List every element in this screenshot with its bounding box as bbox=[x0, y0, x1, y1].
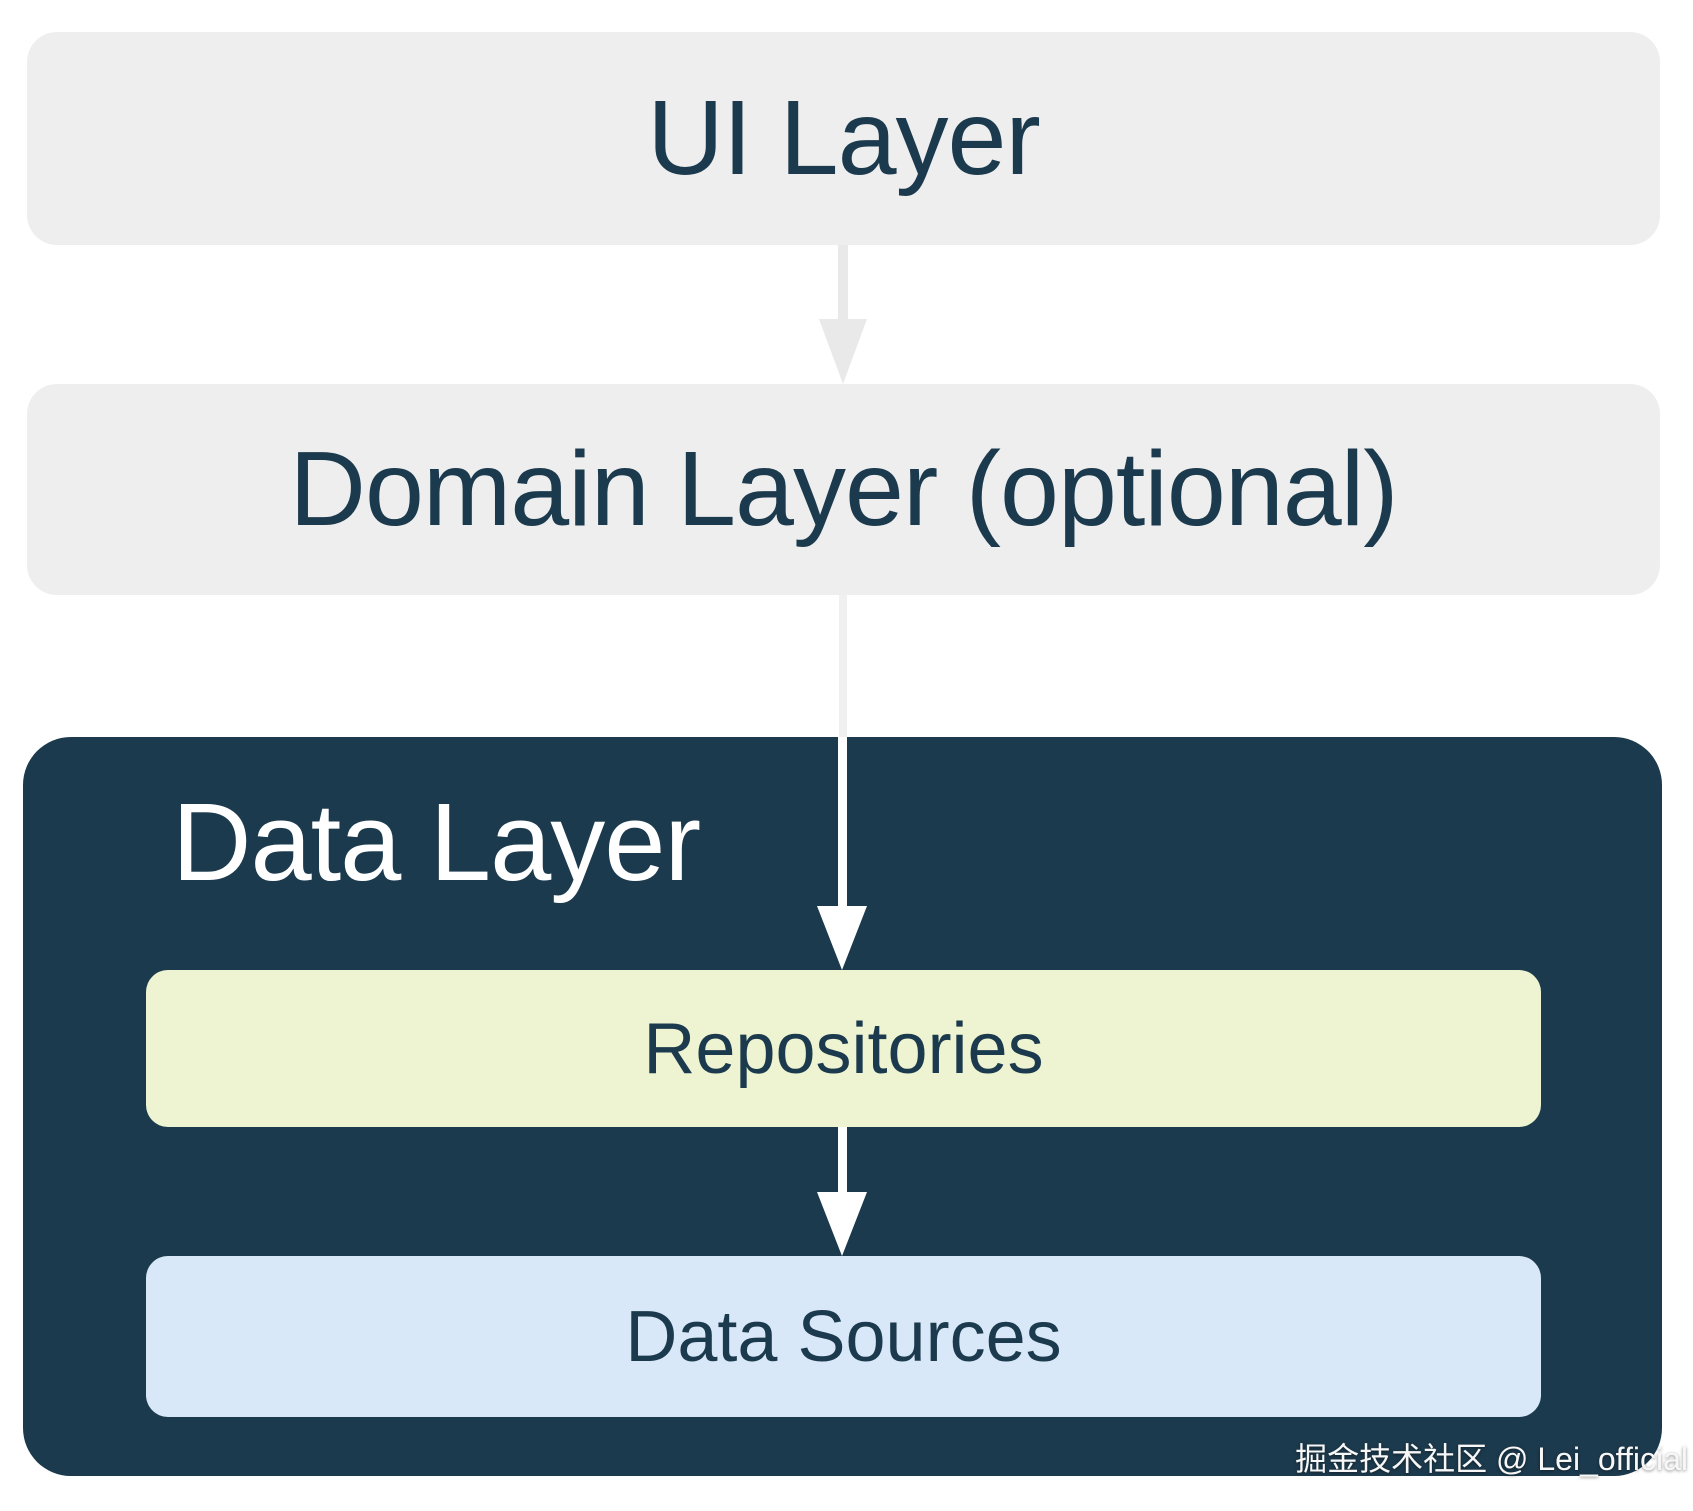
repositories-box: Repositories bbox=[146, 970, 1541, 1127]
data-layer-label: Data Layer bbox=[172, 781, 701, 904]
data-sources-box: Data Sources bbox=[146, 1256, 1541, 1417]
arrow-ui-to-domain-shaft bbox=[838, 245, 848, 321]
arrow-ui-to-domain-head bbox=[819, 319, 867, 384]
data-sources-label: Data Sources bbox=[625, 1296, 1062, 1377]
arrow-repositories-to-datasources-head bbox=[817, 1192, 867, 1256]
watermark: 掘金技术社区 @ Lei_official bbox=[1295, 1441, 1688, 1477]
domain-layer-box: Domain Layer (optional) bbox=[27, 384, 1660, 595]
ui-layer-label: UI Layer bbox=[647, 79, 1041, 197]
arrow-domain-to-repositories-shaft bbox=[838, 737, 847, 908]
domain-layer-label: Domain Layer (optional) bbox=[289, 430, 1398, 548]
arrow-repositories-to-datasources-shaft bbox=[838, 1127, 847, 1194]
repositories-label: Repositories bbox=[643, 1008, 1044, 1089]
ui-layer-box: UI Layer bbox=[27, 32, 1660, 245]
arrow-domain-to-data-shaft-upper bbox=[839, 595, 847, 738]
arrow-domain-to-repositories-head bbox=[817, 906, 867, 970]
